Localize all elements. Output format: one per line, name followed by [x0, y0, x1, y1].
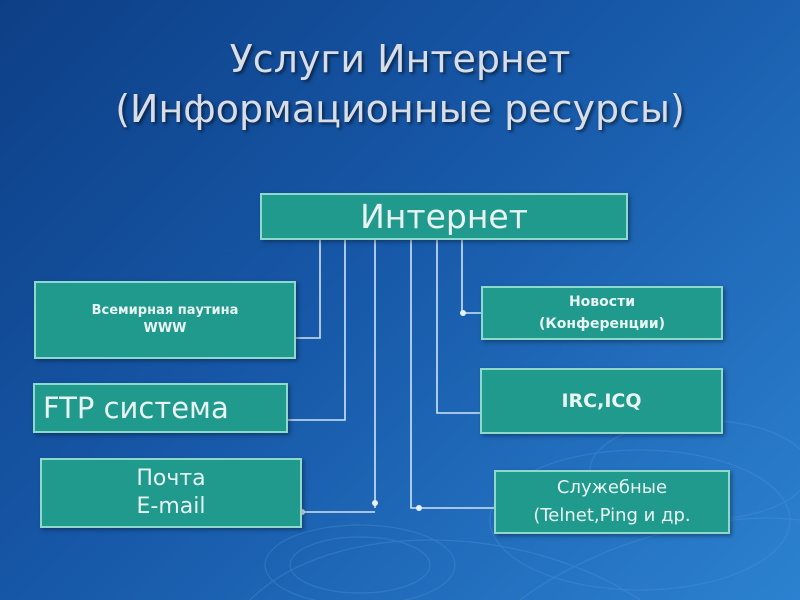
slide-title: Услуги Интернет (Информационные ресурсы) — [0, 34, 800, 134]
node-irc-label: IRC,ICQ — [561, 390, 642, 412]
node-irc: IRC,ICQ — [480, 368, 723, 434]
node-service: Служебные (Telnet,Ping и др. — [494, 470, 730, 534]
node-www-line2: WWW — [143, 321, 187, 336]
node-www-line1: Всемирная паутина — [91, 303, 239, 318]
node-service-line2: (Telnet,Ping и др. — [533, 505, 691, 526]
node-ftp: FTP система — [33, 383, 288, 433]
connector-dot — [416, 505, 422, 511]
title-line-2: (Информационные ресурсы) — [115, 87, 685, 131]
node-news-line2: (Конференции) — [538, 316, 666, 332]
connector-dot — [372, 500, 378, 506]
node-internet-label: Интернет — [360, 197, 528, 236]
node-service-line1: Служебные — [556, 477, 668, 498]
node-news-line1: Новости — [568, 294, 636, 310]
node-mail: Почта E-mail — [40, 458, 302, 528]
node-www: Всемирная паутина WWW — [34, 281, 296, 359]
node-ftp-label: FTP система — [43, 391, 229, 425]
node-mail-line2: E-mail — [136, 494, 206, 519]
node-internet: Интернет — [260, 193, 628, 240]
title-line-1: Услуги Интернет — [229, 37, 571, 81]
connector-dot — [460, 310, 466, 316]
node-mail-line1: Почта — [136, 466, 206, 491]
node-news: Новости (Конференции) — [481, 286, 723, 340]
